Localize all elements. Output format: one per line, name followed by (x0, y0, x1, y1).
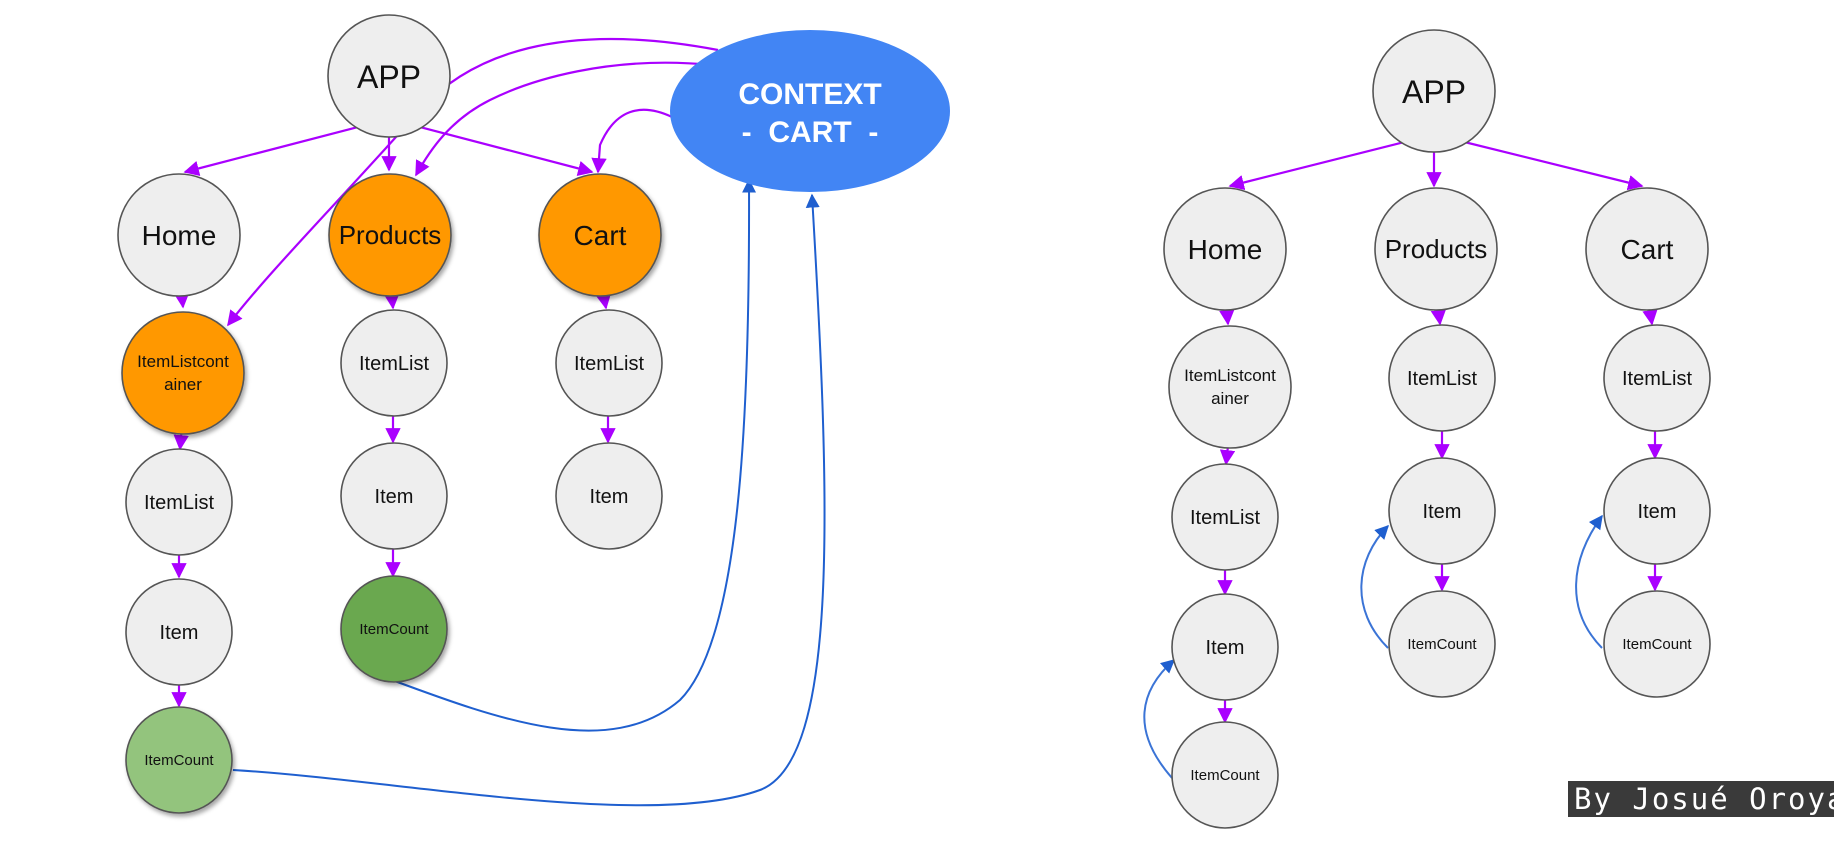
context-label-line2: - CART - (742, 116, 879, 149)
left-home-itemcount-label: ItemCount (144, 752, 214, 769)
left-cart-node: Cart (538, 173, 662, 297)
right-products-item-label: Item (1423, 501, 1462, 523)
right-tree-nodes: APP Home Products Cart ItemListcont aine… (1163, 29, 1711, 829)
right-app-node: APP (1372, 29, 1496, 153)
right-home-itemcount-node: ItemCount (1171, 721, 1279, 829)
right-cart-item-label: Item (1638, 501, 1677, 523)
left-tree-context-consumers (232, 178, 826, 807)
right-app-label: APP (1402, 74, 1466, 110)
right-products-itemcount-label: ItemCount (1407, 636, 1477, 653)
right-home-itemcount-label: ItemCount (1190, 767, 1260, 784)
left-home-itemcount-node: ItemCount (125, 706, 233, 814)
left-products-node: Products (328, 173, 452, 297)
right-home-container-node: ItemListcont ainer (1168, 325, 1292, 449)
right-container-label-line1: ItemListcont (1184, 366, 1276, 385)
right-cart-itemcount-label: ItemCount (1622, 636, 1692, 653)
left-container-label-line2: ainer (164, 375, 202, 394)
right-home-node: Home (1163, 187, 1287, 311)
left-tree-nodes: APP CONTEXT - CART - Home Products Cart … (117, 14, 950, 814)
left-cart-itemlist-node: ItemList (555, 309, 663, 417)
right-products-label: Products (1385, 234, 1488, 264)
left-home-itemlist-label: ItemList (144, 492, 214, 514)
left-cart-item-label: Item (590, 486, 629, 508)
right-container-label-line2: ainer (1211, 389, 1249, 408)
right-home-item-node: Item (1171, 593, 1279, 701)
right-cart-itemcount-node: ItemCount (1603, 590, 1711, 698)
r-cb-products-itemcount-item (1360, 524, 1389, 649)
right-home-label: Home (1188, 234, 1263, 265)
right-home-item-label: Item (1206, 637, 1245, 659)
left-home-item-label: Item (160, 622, 199, 644)
edge-context-products (415, 61, 713, 177)
left-home-item-node: Item (125, 578, 233, 686)
right-cart-node: Cart (1585, 187, 1709, 311)
right-cart-label: Cart (1621, 234, 1674, 265)
right-cart-item-node: Item (1603, 457, 1711, 565)
left-products-item-node: Item (340, 442, 448, 550)
right-products-itemlist-label: ItemList (1407, 368, 1477, 390)
edge-context-cart (591, 108, 673, 174)
left-home-label: Home (142, 220, 217, 251)
right-products-node: Products (1374, 187, 1498, 311)
left-products-itemlist-node: ItemList (340, 309, 448, 417)
edge-app-cart (392, 118, 594, 176)
context-label-line1: CONTEXT (738, 78, 881, 111)
left-products-item-label: Item (375, 486, 414, 508)
left-app-label: APP (357, 59, 421, 95)
left-cart-item-node: Item (555, 442, 663, 550)
left-home-node: Home (117, 173, 241, 297)
r-edge-app-cart (1435, 133, 1644, 191)
left-container-label-line1: ItemListcont (137, 352, 229, 371)
edge-context-container (227, 37, 719, 327)
left-home-itemlist-node: ItemList (125, 448, 233, 556)
right-cart-itemlist-label: ItemList (1622, 368, 1692, 390)
right-home-itemlist-node: ItemList (1171, 463, 1279, 571)
left-products-itemcount-node: ItemCount (340, 575, 448, 683)
left-cart-itemlist-label: ItemList (574, 353, 644, 375)
edge-home-itemcount-context (232, 193, 826, 807)
r-edge-app-home (1228, 133, 1433, 191)
left-products-itemlist-label: ItemList (359, 353, 429, 375)
left-products-itemcount-label: ItemCount (359, 621, 429, 638)
left-cart-label: Cart (574, 220, 627, 251)
left-context-node: CONTEXT - CART - (670, 30, 950, 192)
left-home-container-node: ItemListcont ainer (121, 311, 245, 435)
author-credit: By Josué Oroya (1568, 781, 1834, 817)
r-cb-home-itemcount-item (1143, 659, 1176, 779)
right-products-itemcount-node: ItemCount (1388, 590, 1496, 698)
edge-products-itemcount-context (391, 178, 757, 732)
left-app-node: APP (327, 14, 451, 138)
right-products-item-node: Item (1388, 457, 1496, 565)
r-cb-cart-itemcount-item (1575, 514, 1603, 649)
right-products-itemlist-node: ItemList (1388, 324, 1496, 432)
edge-app-home (183, 118, 386, 176)
right-home-itemlist-label: ItemList (1190, 507, 1260, 529)
left-products-label: Products (339, 220, 442, 250)
right-cart-itemlist-node: ItemList (1603, 324, 1711, 432)
right-tree-callbacks (1143, 514, 1603, 779)
